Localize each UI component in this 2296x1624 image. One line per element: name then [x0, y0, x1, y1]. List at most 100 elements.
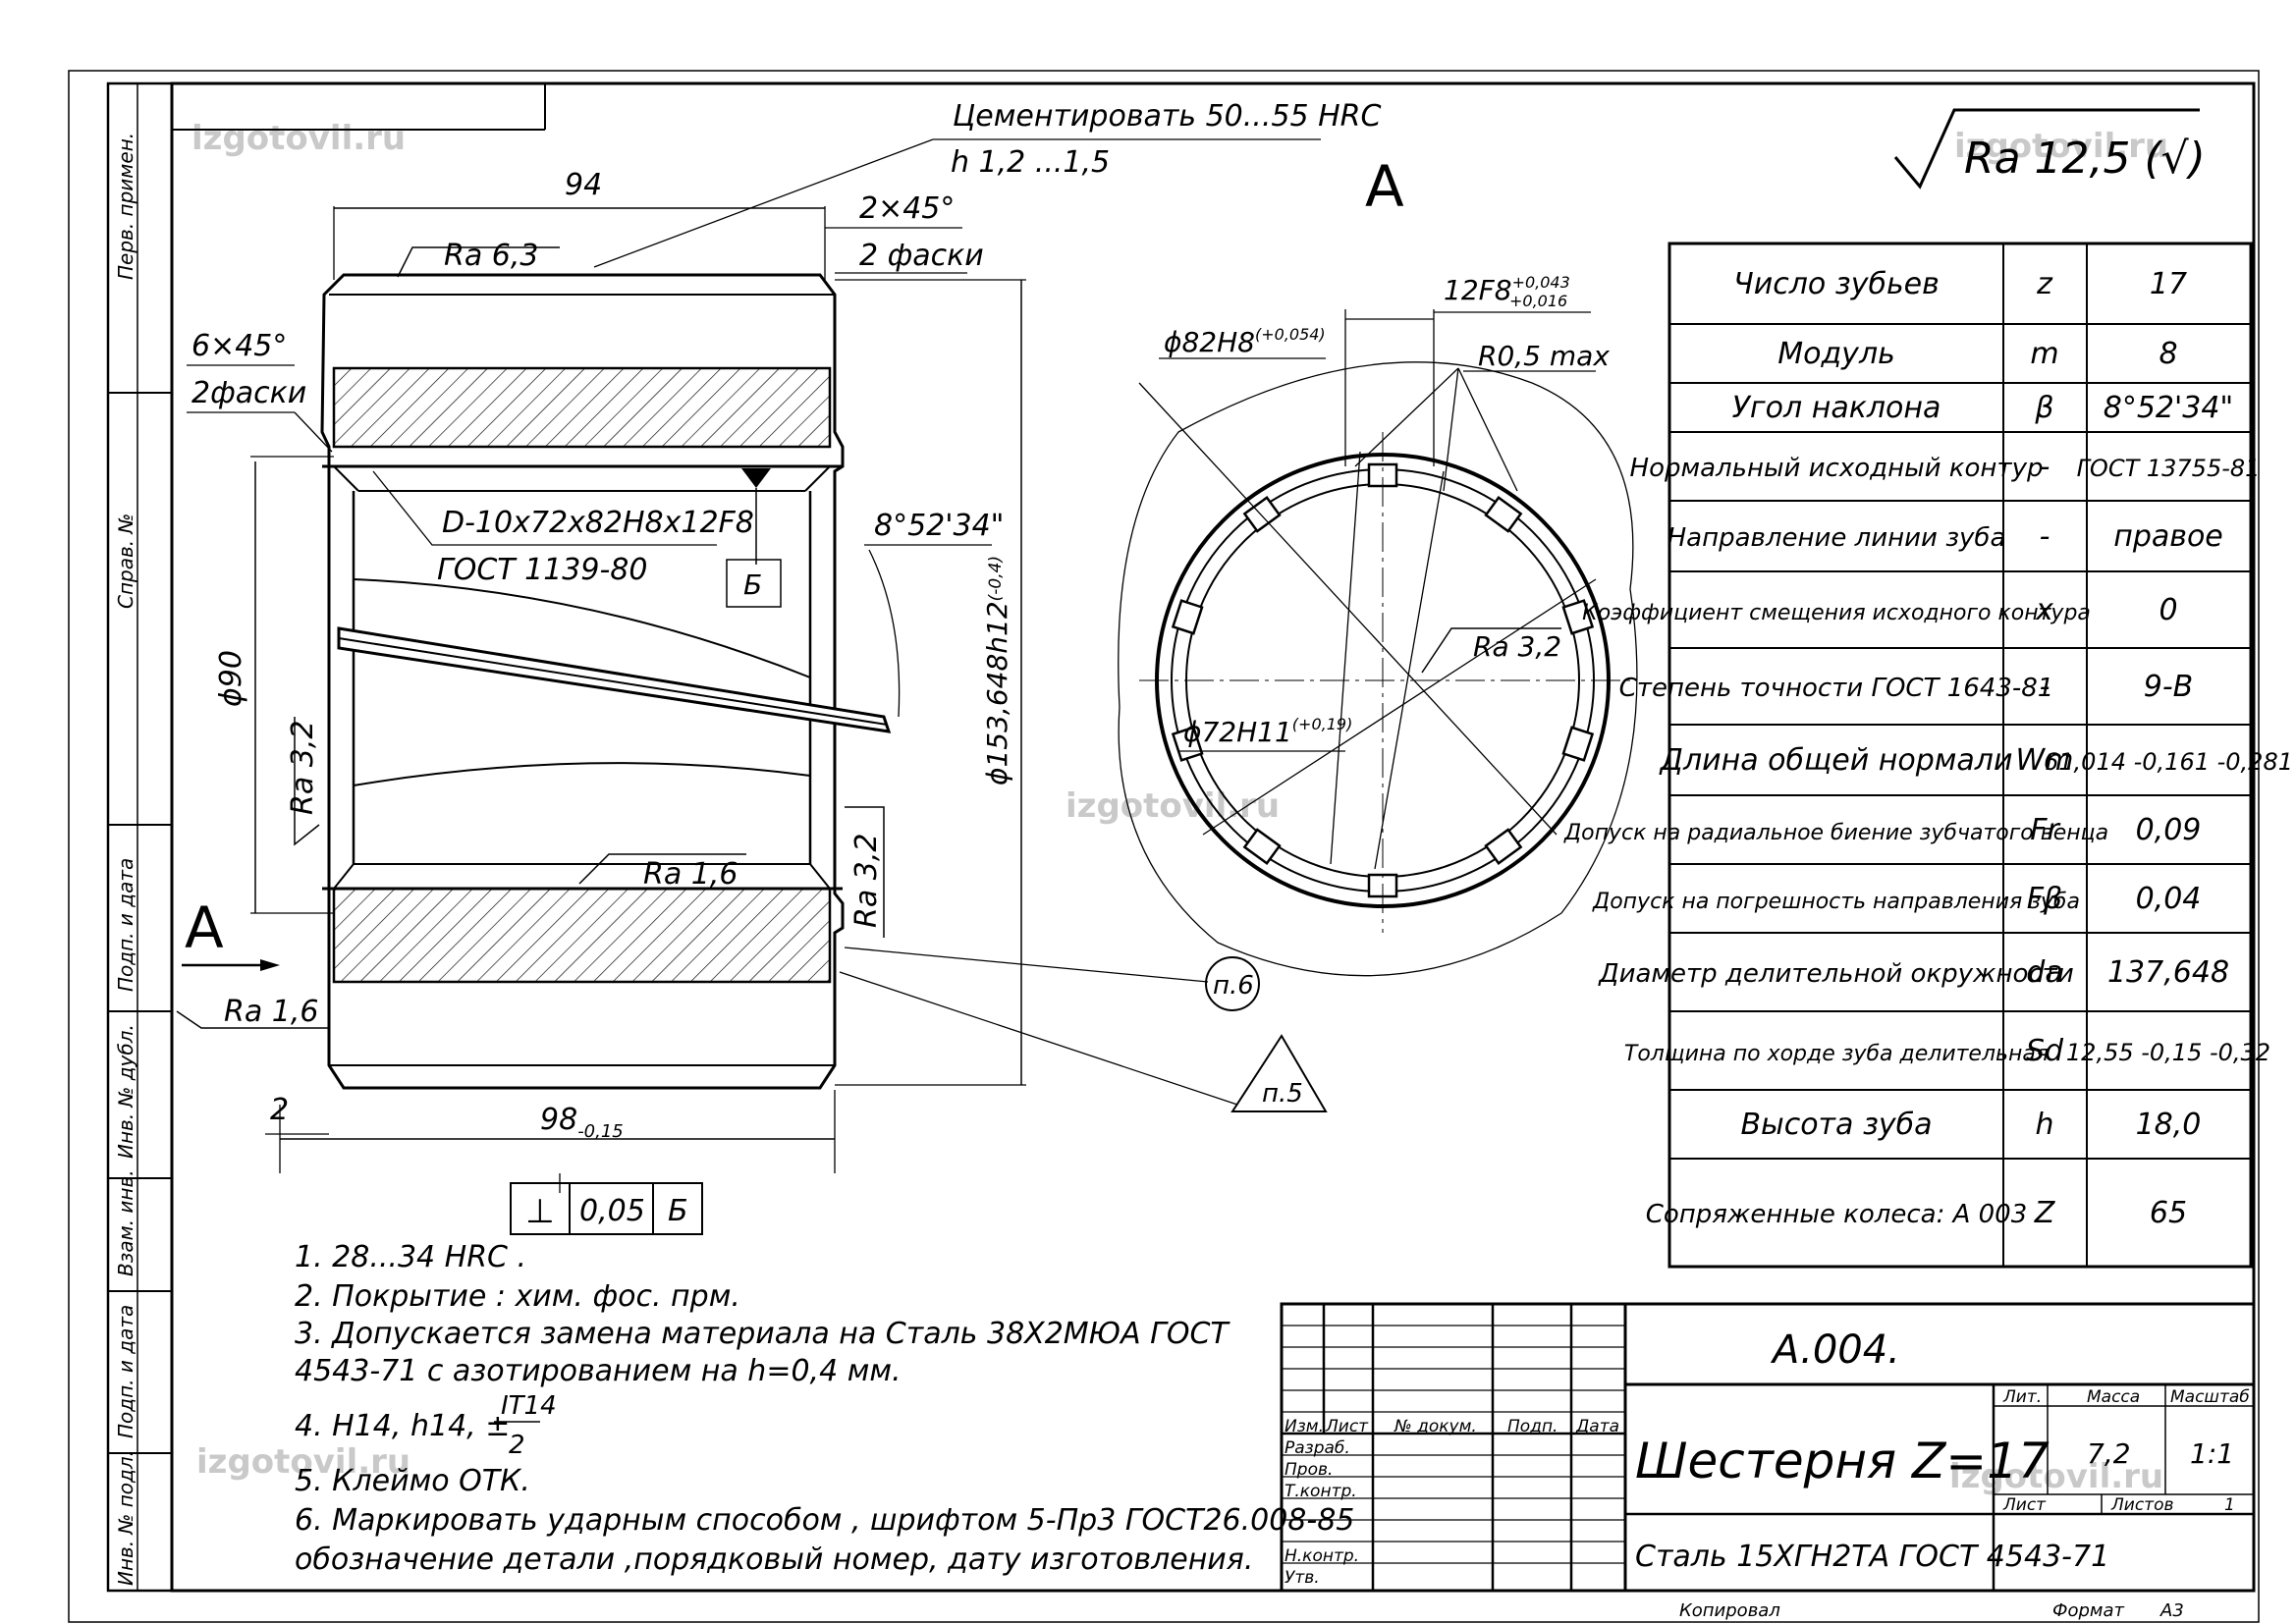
- tb-role: Пров.: [1285, 1460, 1333, 1480]
- carburize-note: Цементировать 50...55 HRC: [953, 99, 1381, 134]
- param-value: 0,04: [2136, 882, 2202, 916]
- param-value: 9-B: [2144, 670, 2194, 704]
- param-name: Допуск на погрешность направления зуба: [1592, 890, 2080, 914]
- tb-scale-label: Масштаб: [2170, 1387, 2250, 1407]
- param-symbol: m: [2030, 337, 2058, 371]
- tb-col-izm: Изм.: [1285, 1417, 1324, 1436]
- param-value: 12,55 -0,15 -0,32: [2066, 1039, 2270, 1066]
- param-value: 8°52'34": [2104, 391, 2233, 425]
- tb-format: Формат: [2052, 1600, 2125, 1621]
- param-name: Модуль: [1777, 337, 1895, 371]
- param-name: Направление линии зуба: [1667, 523, 2006, 553]
- dim-outer-dia-value: ϕ153,648h12: [981, 601, 1013, 785]
- drawing-frame: [68, 70, 2260, 1623]
- note-line: 5. Клеймо ОТК.: [295, 1464, 530, 1498]
- note-line: 3. Допускается замена материала на Сталь…: [295, 1317, 1230, 1351]
- param-name: Сопряженные колеса: A 003: [1646, 1200, 2028, 1229]
- tb-role: Разраб.: [1285, 1438, 1350, 1458]
- dim-98: 98-0,15: [540, 1103, 624, 1142]
- param-value: 18,0: [2136, 1108, 2202, 1142]
- dim-phi90: ϕ90: [214, 650, 248, 707]
- dimensions-left: 94 2×45° 2 фаски 6×45° 2фаски ϕ90 ϕ153,6…: [187, 168, 1026, 1173]
- param-symbol: -: [2040, 519, 2050, 554]
- param-value: 61,014 -0,161 -0,281: [2044, 748, 2293, 776]
- note-line: 4543-71 с азотированием на h=0,4 мм.: [295, 1354, 902, 1388]
- dim-chamfer-6: 6×45°: [191, 329, 287, 363]
- param-name: Диаметр делительной окружности: [1598, 959, 2073, 989]
- ra-1-6-mid: Ra 1,6: [643, 857, 738, 892]
- tb-format-value: А3: [2159, 1600, 2184, 1621]
- param-symbol: β: [2034, 391, 2053, 425]
- ra-3-2-view: Ra 3,2: [1473, 630, 1561, 663]
- note-line: 4. H14, h14, ±: [295, 1409, 510, 1443]
- dim-slot-value: 12F8: [1444, 274, 1512, 306]
- note-line: 1. 28...34 HRC .: [295, 1240, 526, 1274]
- param-value: 8: [2159, 337, 2177, 371]
- note-fraction-bottom: 2: [509, 1431, 525, 1460]
- technical-notes: 1. 28...34 HRC . 2. Покрытие : хим. фос.…: [295, 1240, 1354, 1577]
- dim-98-tol: -0,15: [577, 1121, 624, 1142]
- dim-phi82: ϕ82H8(+0,054): [1164, 325, 1326, 358]
- dim-94: 94: [565, 168, 602, 202]
- watermark-text: izgotovil.ru: [1949, 1457, 2163, 1496]
- dim-outer-dia: ϕ153,648h12(-0,4): [981, 556, 1013, 785]
- stamp-label: Справ. №: [114, 514, 137, 609]
- dim-phi72: ϕ72H11(+0,19): [1183, 715, 1352, 748]
- note-ref-p6: п.6: [1213, 971, 1254, 1001]
- param-value: 0: [2159, 593, 2177, 627]
- tb-scale: 1:1: [2190, 1437, 2234, 1470]
- dim-slot: 12F8+0,043: [1444, 273, 1570, 306]
- param-symbol: Fr: [2030, 813, 2060, 847]
- tb-sheets-count: 1: [2224, 1495, 2235, 1515]
- spline-slot: [1561, 599, 1595, 635]
- tb-mass: 7,2: [2087, 1437, 2131, 1470]
- stamp-label: Перв. примен.: [114, 133, 137, 280]
- tb-role: Утв.: [1285, 1568, 1320, 1588]
- param-name: Допуск на радиальное биение зубчатого ве…: [1563, 821, 2108, 845]
- ra-3-2-right: Ra 3,2: [849, 834, 884, 928]
- spline-gost: ГОСТ 1139-80: [437, 553, 647, 587]
- annotations-left: Цементировать 50...55 HRC h 1,2 ...1,5 R…: [176, 99, 1381, 1235]
- tb-mass-label: Масса: [2087, 1387, 2140, 1407]
- param-symbol: Fβ: [2027, 882, 2062, 916]
- param-value: правое: [2113, 519, 2223, 554]
- param-symbol: -: [2040, 450, 2050, 484]
- dim-slot-tol-low: +0,016: [1509, 292, 1567, 310]
- param-symbol: Sd: [2026, 1034, 2064, 1068]
- tolerance-datum: Б: [668, 1194, 688, 1228]
- watermark-text: izgotovil.ru: [191, 119, 406, 158]
- dim-phi72-value: ϕ72H11: [1183, 716, 1292, 748]
- param-symbol: -: [2040, 670, 2050, 704]
- tb-sheets: Листов: [2110, 1495, 2174, 1515]
- stamp-label: Взам. инв.: [114, 1169, 137, 1276]
- stamp-label: Подп. и дата: [114, 1305, 137, 1438]
- general-surface-finish: Ra 12,5 (√): [1893, 108, 2206, 189]
- param-value: 0,09: [2136, 813, 2202, 847]
- dim-chamfers-6: 2фаски: [191, 376, 306, 410]
- tb-col-doc: № докум.: [1394, 1417, 1477, 1436]
- param-symbol: Wm: [2016, 743, 2074, 778]
- carburize-depth: h 1,2 ...1,5: [951, 145, 1110, 180]
- watermark-text: izgotovil.ru: [196, 1442, 410, 1482]
- view-a: A 12F8+0,043 +0,016 R0,5 max ϕ82H8(+0,05…: [1118, 153, 1638, 977]
- param-name: Число зубьев: [1733, 267, 1940, 301]
- tb-part-name: Шестерня Z=17: [1635, 1433, 2050, 1489]
- spline-teeth: [1171, 462, 1595, 898]
- param-symbol: Z: [2034, 1196, 2056, 1230]
- tb-copied: Копировал: [1679, 1600, 1780, 1621]
- ra-6-3: Ra 6,3: [444, 239, 538, 273]
- tb-col-sign: Подп.: [1507, 1417, 1558, 1436]
- tb-lit: Лит.: [2002, 1387, 2042, 1407]
- perpendicularity-symbol: ⊥: [525, 1192, 555, 1231]
- dim-2: 2: [270, 1093, 289, 1127]
- param-symbol: z: [2036, 267, 2053, 301]
- section-letter: A: [185, 894, 224, 961]
- section-view: A: [182, 273, 892, 1090]
- watermark-text: izgotovil.ru: [1954, 127, 2168, 166]
- dim-radius: R0,5 max: [1478, 340, 1610, 372]
- param-name: Толщина по хорде зуба делительная: [1624, 1042, 2049, 1066]
- dim-slot-tol-up: +0,043: [1512, 273, 1570, 292]
- param-name: Коэффициент смещения исходного контура: [1582, 601, 2091, 625]
- spline-slot: [1561, 726, 1595, 762]
